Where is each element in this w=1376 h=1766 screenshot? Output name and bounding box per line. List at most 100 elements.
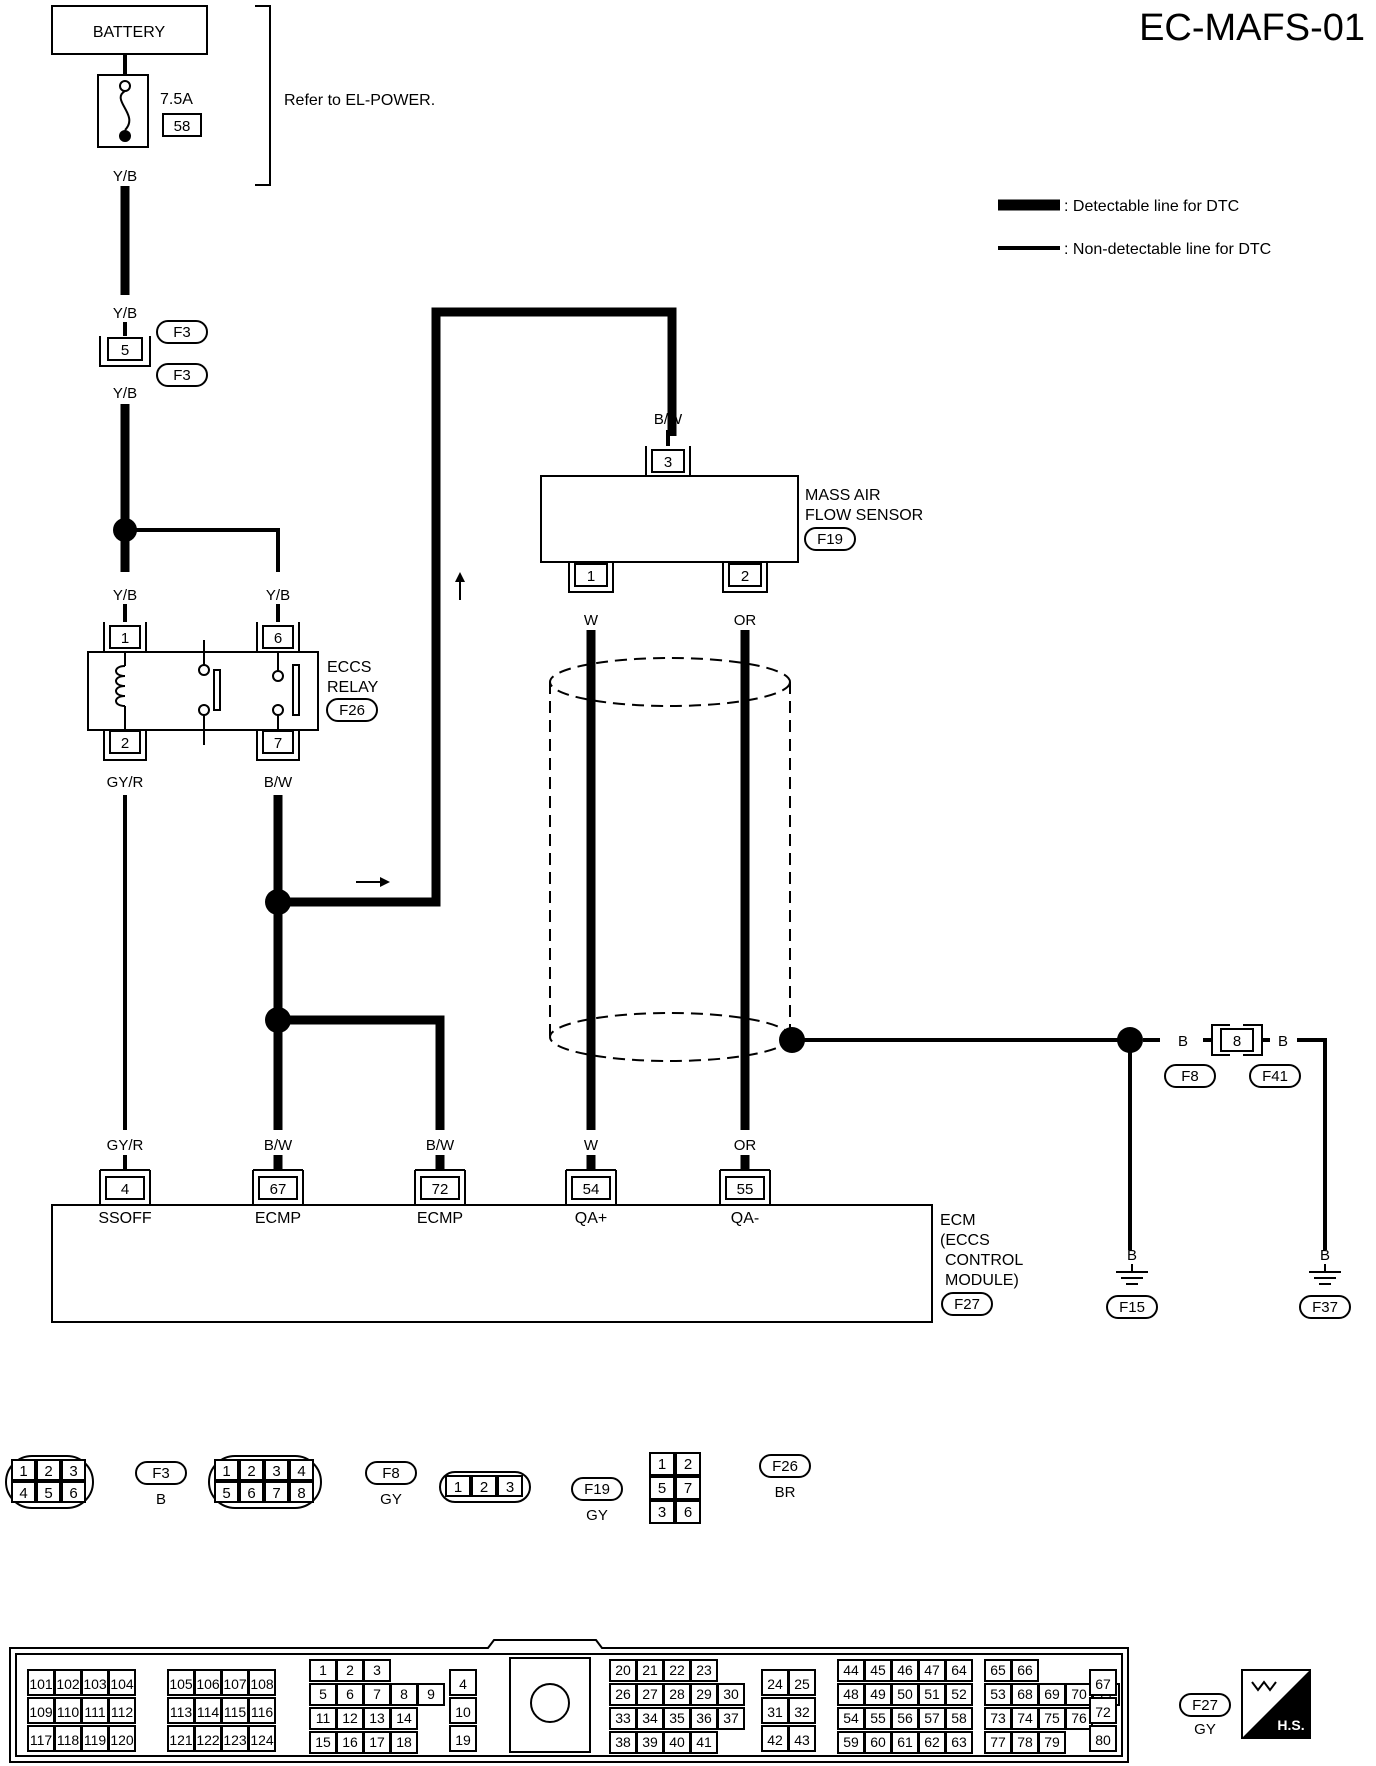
shield-cylinder bbox=[549, 657, 791, 1062]
ecm-connector-pin: 21 bbox=[642, 1662, 658, 1678]
ecm-connector-pin: 103 bbox=[83, 1676, 107, 1692]
connector-color: B bbox=[156, 1491, 166, 1508]
ecm-pin-name: QA+ bbox=[575, 1210, 607, 1227]
connector-id: F3 bbox=[152, 1465, 170, 1482]
fuse-number: 58 bbox=[174, 118, 191, 135]
ecm-connector-pin: 35 bbox=[669, 1710, 685, 1726]
ecm-connector-pin: 114 bbox=[197, 1704, 220, 1720]
ecm-connector-pin: 107 bbox=[223, 1676, 247, 1692]
ecm-connector-pin: 52 bbox=[951, 1686, 967, 1702]
ecm-pin-number: 54 bbox=[583, 1181, 600, 1198]
battery: BATTERY 7.5A 58 Refer to EL-POWER. bbox=[51, 5, 435, 186]
ecm-connector-pin: 101 bbox=[29, 1676, 53, 1692]
svg-text:2: 2 bbox=[741, 568, 749, 585]
svg-text:F37: F37 bbox=[1312, 1299, 1338, 1316]
ecm-connector-pin: 40 bbox=[669, 1734, 685, 1750]
ecm-connector-pin: 42 bbox=[767, 1732, 783, 1748]
ecm-connector-pin: 34 bbox=[642, 1710, 658, 1726]
ecm-connector-pin: 69 bbox=[1044, 1686, 1060, 1702]
pin-label: 6 bbox=[69, 1485, 77, 1502]
svg-text:6: 6 bbox=[274, 630, 282, 647]
ecm-wire-label: B/W bbox=[264, 1137, 293, 1154]
ecm-pin-55 bbox=[725, 1176, 765, 1200]
connector-id: F19 bbox=[584, 1481, 610, 1498]
ecm-connector-pin: 78 bbox=[1017, 1734, 1033, 1750]
svg-text:Y/B: Y/B bbox=[113, 587, 137, 604]
pin-label: 3 bbox=[69, 1463, 77, 1480]
power-reference: Refer to EL-POWER. bbox=[284, 92, 435, 109]
ecm-connector-pin: 27 bbox=[642, 1686, 658, 1702]
svg-text:F15: F15 bbox=[1119, 1299, 1145, 1316]
svg-text:FLOW SENSOR: FLOW SENSOR bbox=[805, 507, 923, 524]
pin-label: 6 bbox=[684, 1504, 692, 1521]
svg-text:Y/B: Y/B bbox=[113, 305, 137, 322]
ecm-connector-pin: 102 bbox=[56, 1676, 80, 1692]
svg-text:ECCS: ECCS bbox=[327, 659, 371, 676]
svg-text:B/W: B/W bbox=[264, 774, 293, 791]
svg-text:BATTERY: BATTERY bbox=[93, 24, 166, 41]
ecm-connector-pin: 33 bbox=[615, 1710, 631, 1726]
pin-label: 1 bbox=[658, 1456, 666, 1473]
ecm-connector-pin: 48 bbox=[843, 1686, 859, 1702]
ecm-connector-pin: 70 bbox=[1071, 1686, 1087, 1702]
ecm-connector-pin: 37 bbox=[723, 1710, 739, 1726]
diagram-id: EC-MAFS-01 bbox=[1139, 7, 1365, 49]
connector-id: F26 bbox=[772, 1458, 798, 1475]
ecm-connector-pin: 44 bbox=[843, 1662, 859, 1678]
ecm-connector-pin: 115 bbox=[224, 1704, 247, 1720]
ecm-connector-pin: 108 bbox=[250, 1676, 274, 1692]
ecm-connector-pin: 121 bbox=[169, 1732, 193, 1748]
ecm-connector-pin: 25 bbox=[794, 1676, 810, 1692]
pin-label: 7 bbox=[272, 1485, 280, 1502]
ecm-connector-pin: 30 bbox=[723, 1686, 739, 1702]
pin-label: 4 bbox=[19, 1485, 27, 1502]
svg-text:5: 5 bbox=[121, 342, 129, 359]
ecm-connector-pin: 38 bbox=[615, 1734, 631, 1750]
svg-text:Y/B: Y/B bbox=[266, 587, 290, 604]
ecm-connector-pin: 72 bbox=[1095, 1704, 1111, 1720]
svg-text:CONTROL: CONTROL bbox=[945, 1252, 1023, 1269]
svg-text:GY/R: GY/R bbox=[107, 774, 144, 791]
ecm-connector-pin: 7 bbox=[373, 1686, 381, 1702]
fuse-rating: 7.5A bbox=[160, 91, 193, 108]
ecm-connector-pin: 67 bbox=[1095, 1676, 1111, 1692]
ecm-connector-pin: 55 bbox=[870, 1710, 886, 1726]
ecm-pin-number: 4 bbox=[121, 1181, 129, 1198]
ecm-connector-pin: 68 bbox=[1017, 1686, 1033, 1702]
ecm-connector-pin: 74 bbox=[1017, 1710, 1033, 1726]
svg-text:F3: F3 bbox=[173, 367, 191, 384]
ecm-connector-pin: 63 bbox=[951, 1734, 967, 1750]
ecm-connector-pin: 51 bbox=[924, 1686, 940, 1702]
ground-f15: B F15 bbox=[1106, 1247, 1158, 1319]
ecm-connector-pin: 50 bbox=[897, 1686, 913, 1702]
svg-text:H.S.: H.S. bbox=[1277, 1717, 1304, 1733]
ecm-connector-pin: 111 bbox=[84, 1704, 105, 1720]
ecm-connector-pin: 4 bbox=[459, 1676, 467, 1692]
pin-label: 3 bbox=[272, 1463, 280, 1480]
pin-label: 8 bbox=[297, 1485, 305, 1502]
ecm-wire-label: OR bbox=[734, 1137, 757, 1154]
pin-label: 7 bbox=[684, 1480, 692, 1497]
ecm-connector-pin: 49 bbox=[870, 1686, 886, 1702]
mass-air-flow-sensor: B/W 3 MASS AIR FLOW SENSOR F19 1 2 bbox=[540, 411, 923, 593]
pin-label: 2 bbox=[480, 1479, 488, 1496]
ecm-wire-label: W bbox=[584, 1137, 599, 1154]
svg-text:7: 7 bbox=[274, 735, 282, 752]
ecm-connector-pin: 53 bbox=[990, 1686, 1006, 1702]
ecm-pin-67 bbox=[258, 1176, 298, 1200]
svg-text:MODULE): MODULE) bbox=[945, 1272, 1019, 1289]
ecm-connector-pin: 10 bbox=[455, 1704, 471, 1720]
connector-color: GY bbox=[586, 1507, 608, 1524]
pin-label: 4 bbox=[297, 1463, 305, 1480]
ecm-connector-pin: 24 bbox=[767, 1676, 783, 1692]
ecm-connector-pin: 41 bbox=[696, 1734, 712, 1750]
svg-text:B: B bbox=[1127, 1247, 1137, 1264]
ecm-connector-pin: 105 bbox=[169, 1676, 193, 1692]
svg-text:8: 8 bbox=[1233, 1033, 1241, 1050]
ecm-connector-pin: 122 bbox=[196, 1732, 220, 1748]
ecm-connector-pin: 19 bbox=[455, 1732, 471, 1748]
svg-text:F41: F41 bbox=[1262, 1068, 1288, 1085]
